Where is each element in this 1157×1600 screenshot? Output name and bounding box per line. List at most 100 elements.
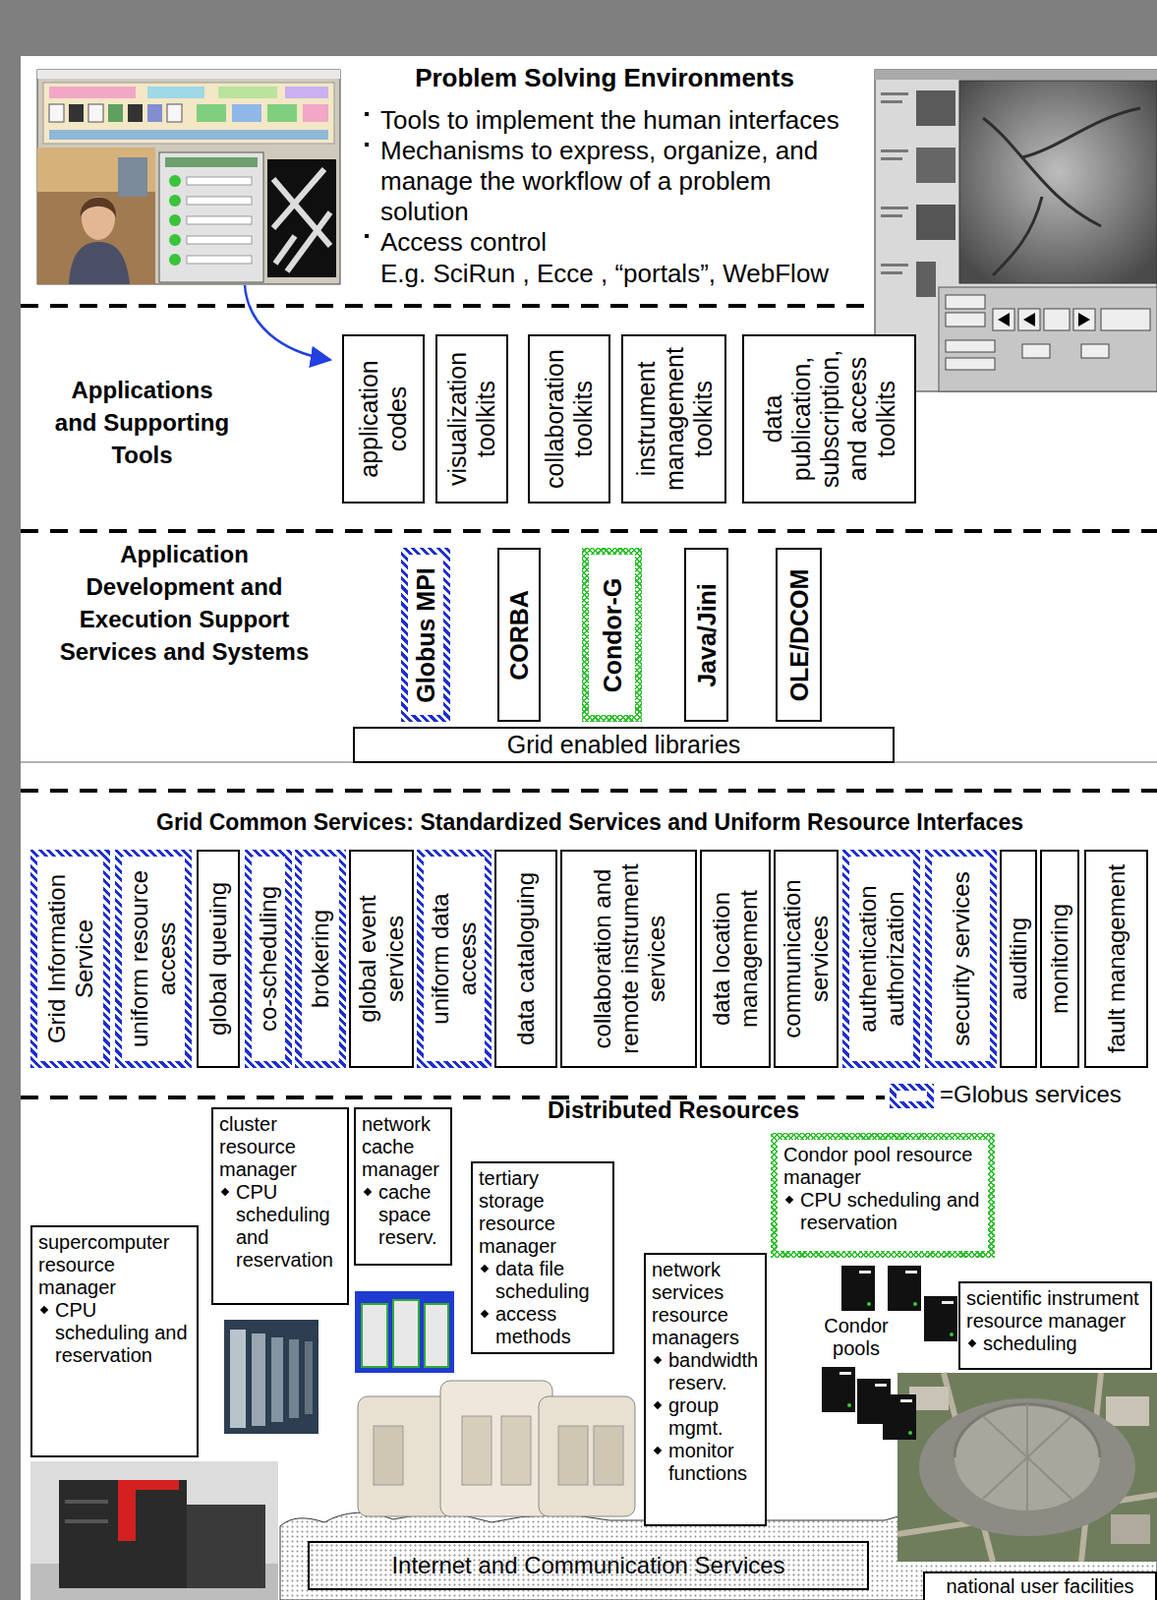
screenshot-viewer — [959, 80, 1157, 284]
label-block: Applications and Supporting Tools — [51, 373, 233, 471]
resource-manager-box: network cache managercache space reserv. — [353, 1106, 453, 1266]
node-label: Java/Jini — [692, 553, 721, 716]
tape-library-photo — [373, 1425, 404, 1485]
manager-title: cluster resource manager — [219, 1112, 297, 1180]
capability-row: CPU scheduling and reservation — [783, 1188, 983, 1234]
capability-row: group mgmt. — [651, 1393, 759, 1440]
supercomputer-photo — [186, 1504, 266, 1588]
bullet-diamond — [480, 1309, 489, 1318]
layer-divider — [20, 305, 1157, 1098]
manager-title: Condor pool resource manager — [783, 1143, 973, 1188]
workstation-icon — [841, 1265, 875, 1311]
screenshot-collage — [167, 104, 182, 122]
label-block: Grid Common Services: Standardized Servi… — [29, 808, 1151, 836]
node-label: data publication, subscription, and acce… — [758, 340, 901, 498]
bullet-text: Access control — [380, 227, 547, 257]
workstation-icon — [887, 1265, 922, 1311]
middleware-box: Java/Jini — [684, 547, 729, 722]
screenshot-collage — [186, 235, 252, 244]
capability-item: CPU scheduling and reservation — [235, 1180, 342, 1272]
node-label: data cataloguing — [512, 855, 540, 1062]
library-bar: Grid enabled libraries — [352, 726, 895, 763]
capability-item: CPU scheduling and reservation — [55, 1298, 191, 1367]
screenshot-viewer — [1073, 308, 1096, 331]
node-label: co-scheduling — [254, 860, 283, 1057]
capability-row: monitor functions — [651, 1439, 759, 1485]
supercomputer-photo — [64, 1499, 109, 1504]
screenshot-collage — [159, 152, 264, 283]
capability-row: access methods — [478, 1302, 607, 1348]
node-label: Grid Information Service — [43, 860, 98, 1057]
page-frame — [0, 0, 21, 1600]
manager-heading-row: scientific instrument resource manager — [966, 1286, 1145, 1332]
screenshot-collage — [37, 69, 341, 79]
screenshot-collage — [285, 86, 329, 99]
screenshot-viewer — [880, 206, 909, 210]
resource-manager-box: tertiary storage resource managerdata fi… — [470, 1160, 615, 1354]
middleware-box: Condor-G — [581, 547, 642, 722]
capability-row: bandwidth reserv. — [651, 1348, 759, 1394]
workstation-icon — [900, 1398, 913, 1402]
bullet-diamond — [653, 1446, 662, 1454]
screenshot-collage — [186, 196, 252, 205]
screenshot-viewer — [938, 287, 1157, 392]
manager-title: supercomputer resource manager — [38, 1230, 170, 1298]
service-box: collaboration and remote instrument serv… — [560, 849, 697, 1068]
service-box: global event services — [348, 849, 414, 1068]
bullet-diamond — [480, 1264, 489, 1273]
screenshot-viewer — [983, 108, 1141, 276]
bullet-mark — [364, 233, 369, 238]
resource-manager-box: scientific instrument resource managersc… — [958, 1280, 1153, 1370]
middleware-box: OLE/DCOM — [775, 547, 822, 722]
manager-title: scientific instrument resource manager — [966, 1286, 1140, 1331]
layer-name: Applications and Supporting Tools — [55, 376, 230, 468]
resource-manager-box: supercomputer resource managerCPU schedu… — [30, 1224, 199, 1457]
supercomputer-photo — [30, 1460, 279, 1600]
cache-photo — [393, 1299, 419, 1367]
facility-photo — [1105, 1395, 1150, 1426]
tape-library-photo — [357, 1380, 636, 1516]
network-banner: Internet and Communication Services — [307, 1540, 869, 1590]
workstation-icon — [874, 1383, 887, 1387]
tape-library-photo — [357, 1395, 455, 1516]
workstation-icon — [847, 1402, 852, 1407]
facility-photo — [954, 1403, 1100, 1510]
workstation-icon — [839, 1371, 852, 1375]
capability-item: monitor functions — [668, 1439, 759, 1485]
node-label: visualization toolkits — [443, 340, 501, 498]
label-block: Application Development and Execution Su… — [49, 537, 320, 668]
capability-item: access methods — [495, 1302, 607, 1348]
legend-text: =Globus services — [939, 1080, 1122, 1108]
layer-divider — [20, 788, 1157, 793]
manager-title: tertiary storage resource manager — [478, 1166, 557, 1257]
label-block: Access control — [380, 227, 863, 258]
capability-item: data file scheduling — [495, 1257, 607, 1303]
middleware-box: CORBA — [497, 547, 541, 722]
screenshot-viewer — [1018, 308, 1041, 331]
label-block: Mechanisms to express, organize, and man… — [380, 135, 863, 228]
cluster-photo — [224, 1319, 319, 1434]
supercomputer-photo — [64, 1518, 109, 1523]
screenshot-viewer — [992, 308, 1015, 331]
node-label: auditing — [1004, 855, 1033, 1062]
capability-item: scheduling — [983, 1331, 1078, 1355]
screenshot-viewer — [916, 90, 956, 126]
cache-photo — [354, 1290, 455, 1373]
screenshot-viewer — [880, 149, 909, 153]
cache-photo — [424, 1303, 449, 1367]
cluster-photo — [271, 1336, 284, 1422]
workstation-icon — [859, 1270, 871, 1273]
bullet-diamond — [653, 1400, 662, 1409]
node-label: uniform data access — [426, 860, 481, 1057]
screenshot-collage — [43, 82, 335, 144]
screenshot-collage — [196, 104, 227, 122]
toolkit-box: collaboration toolkits — [527, 334, 611, 504]
bullet-mark — [364, 142, 369, 147]
screenshot-collage — [186, 176, 252, 185]
screenshot-collage — [108, 104, 123, 122]
screenshot-viewer — [945, 294, 985, 309]
screenshot-collage — [267, 104, 297, 122]
service-box: communication services — [773, 849, 839, 1068]
capability-item: bandwidth reserv. — [668, 1348, 759, 1394]
